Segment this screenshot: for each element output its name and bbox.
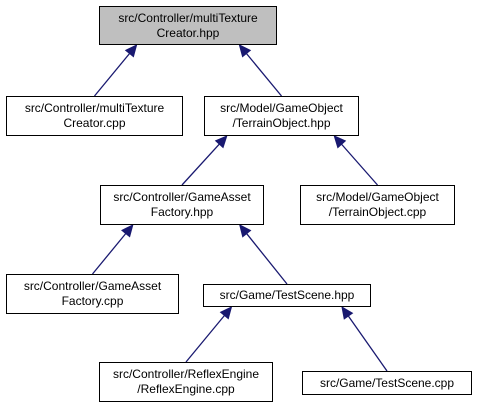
node-label-line1: src/Controller/GameAsset	[113, 190, 251, 204]
node-label-line1: src/Game/TestScene.cpp	[319, 375, 455, 390]
node-label-line1: src/Controller/ReflexEngine	[112, 367, 260, 381]
edge-line-reflex_cpp-to-testscene_hpp	[185, 315, 225, 363]
arrowhead-gameasset_cpp-to-gameasset_hpp	[121, 224, 134, 238]
edge-line-terrain_cpp-to-terrain_hpp	[341, 143, 378, 186]
node-label-line1: src/Controller/multiTexture	[24, 101, 165, 115]
arrowhead-gameasset_hpp-to-terrain_hpp	[214, 135, 228, 149]
node-label-line2: /TerrainObject.cpp	[328, 205, 427, 219]
node-multitexture-creator-cpp[interactable]: src/Controller/multiTexture Creator.cpp	[6, 96, 183, 136]
node-label-line2: Factory.cpp	[61, 294, 124, 308]
edge-line-testscene_hpp-to-gameasset_hpp	[246, 233, 288, 285]
edge-line-testscene_cpp-to-testscene_hpp	[347, 315, 388, 372]
node-label-line2: Factory.hpp	[150, 205, 214, 219]
node-label-line1: src/Model/GameObject	[316, 190, 439, 204]
node-game-asset-factory-cpp[interactable]: src/Controller/GameAsset Factory.cpp	[6, 274, 179, 314]
arrowhead-testscene_cpp-to-testscene_hpp	[341, 306, 354, 320]
node-label-line1: src/Controller/multiTexture	[118, 10, 258, 25]
arrowhead-terrain_cpp-to-terrain_hpp	[333, 135, 347, 149]
arrowhead-terrain_hpp-to-multitexture_hpp	[238, 44, 252, 58]
node-game-asset-factory-hpp[interactable]: src/Controller/GameAsset Factory.hpp	[100, 185, 264, 225]
node-label-line1: src/Model/GameObject	[220, 101, 343, 115]
node-label-line2: /ReflexEngine.cpp	[137, 382, 235, 396]
node-label-line2: /TerrainObject.hpp	[232, 116, 331, 130]
node-label-line1: src/Controller/GameAsset	[23, 279, 162, 293]
arrowhead-reflex_cpp-to-testscene_hpp	[219, 306, 233, 320]
node-test-scene-hpp[interactable]: src/Game/TestScene.hpp	[203, 284, 371, 307]
edge-line-gameasset_hpp-to-terrain_hpp	[181, 143, 220, 186]
arrowhead-testscene_hpp-to-gameasset_hpp	[238, 224, 252, 238]
node-test-scene-cpp[interactable]: src/Game/TestScene.cpp	[302, 371, 472, 395]
node-label-line2: Creator.hpp	[156, 25, 220, 40]
node-label-line1: src/Game/TestScene.hpp	[219, 288, 355, 302]
node-terrain-object-cpp[interactable]: src/Model/GameObject /TerrainObject.cpp	[300, 185, 455, 225]
edge-line-gameasset_cpp-to-gameasset_hpp	[91, 233, 127, 275]
node-label-line2: Creator.cpp	[63, 116, 126, 130]
node-multitexture-creator-hpp: src/Controller/multiTexture Creator.hpp	[99, 6, 277, 45]
edge-line-multitexture_cpp-to-multitexture_hpp	[93, 53, 131, 97]
node-reflex-engine-cpp[interactable]: src/Controller/ReflexEngine /ReflexEngin…	[99, 362, 273, 402]
arrowhead-multitexture_cpp-to-multitexture_hpp	[124, 44, 138, 58]
node-terrain-object-hpp[interactable]: src/Model/GameObject /TerrainObject.hpp	[204, 96, 359, 136]
edge-line-terrain_hpp-to-multitexture_hpp	[245, 53, 283, 97]
